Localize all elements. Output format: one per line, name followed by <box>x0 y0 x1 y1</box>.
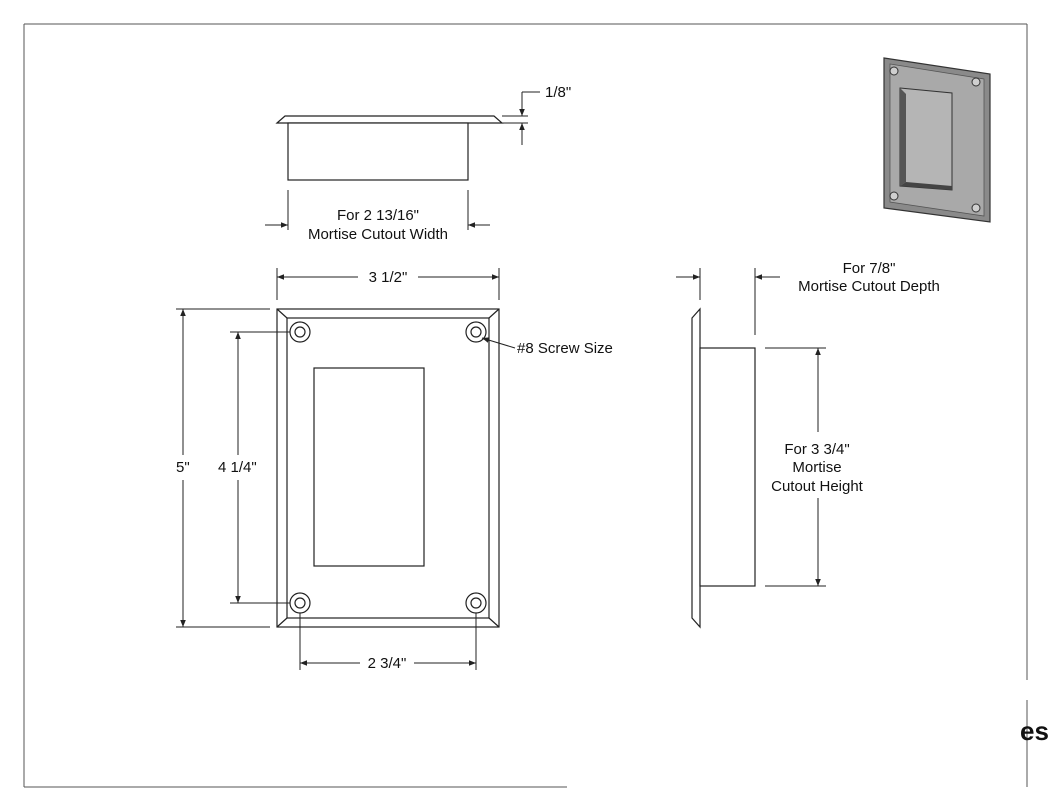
cutout-height-line2: Mortise <box>792 459 841 476</box>
top-view <box>275 115 504 181</box>
hole-spacing-horizontal-label: 2 3/4" <box>368 655 407 672</box>
overall-width-label: 3 1/2" <box>369 269 408 286</box>
side-view <box>691 307 756 629</box>
top-thickness-label: 1/8" <box>545 84 571 101</box>
hole-spacing-horizontal-dimension <box>299 613 477 670</box>
cutout-depth-line1: For 7/8" <box>843 260 896 277</box>
cutout-height-line1: For 3 3/4" <box>784 441 849 458</box>
front-view <box>276 308 500 628</box>
screw-size-label: #8 Screw Size <box>517 340 613 357</box>
drawing-border <box>23 23 1028 788</box>
cutout-height-dimension <box>765 347 826 587</box>
screw-hole-top-left <box>289 321 311 343</box>
screw-hole-bottom-right <box>465 592 487 614</box>
screw-hole-bottom-left <box>289 592 311 614</box>
cutout-height-line3: Cutout Height <box>771 478 864 495</box>
thickness-dimension <box>502 91 540 145</box>
hole-spacing-vertical-label: 4 1/4" <box>218 459 257 476</box>
edge-text-fragment: es <box>1020 716 1049 746</box>
hole-spacing-vertical-dimension <box>230 331 290 604</box>
isometric-preview <box>883 57 991 223</box>
cutout-depth-line2: Mortise Cutout Depth <box>798 278 940 295</box>
screw-size-leader <box>481 337 516 349</box>
cutout-depth-dimension <box>676 268 780 335</box>
screw-hole-top-right <box>465 321 487 343</box>
overall-width-dimension <box>276 268 500 300</box>
cutout-width-line2: Mortise Cutout Width <box>308 226 448 243</box>
overall-height-dimension <box>176 308 270 628</box>
overall-height-label: 5" <box>176 459 190 476</box>
cutout-width-line1: For 2 13/16" <box>337 207 419 224</box>
cutout-width-dimension <box>265 190 490 230</box>
